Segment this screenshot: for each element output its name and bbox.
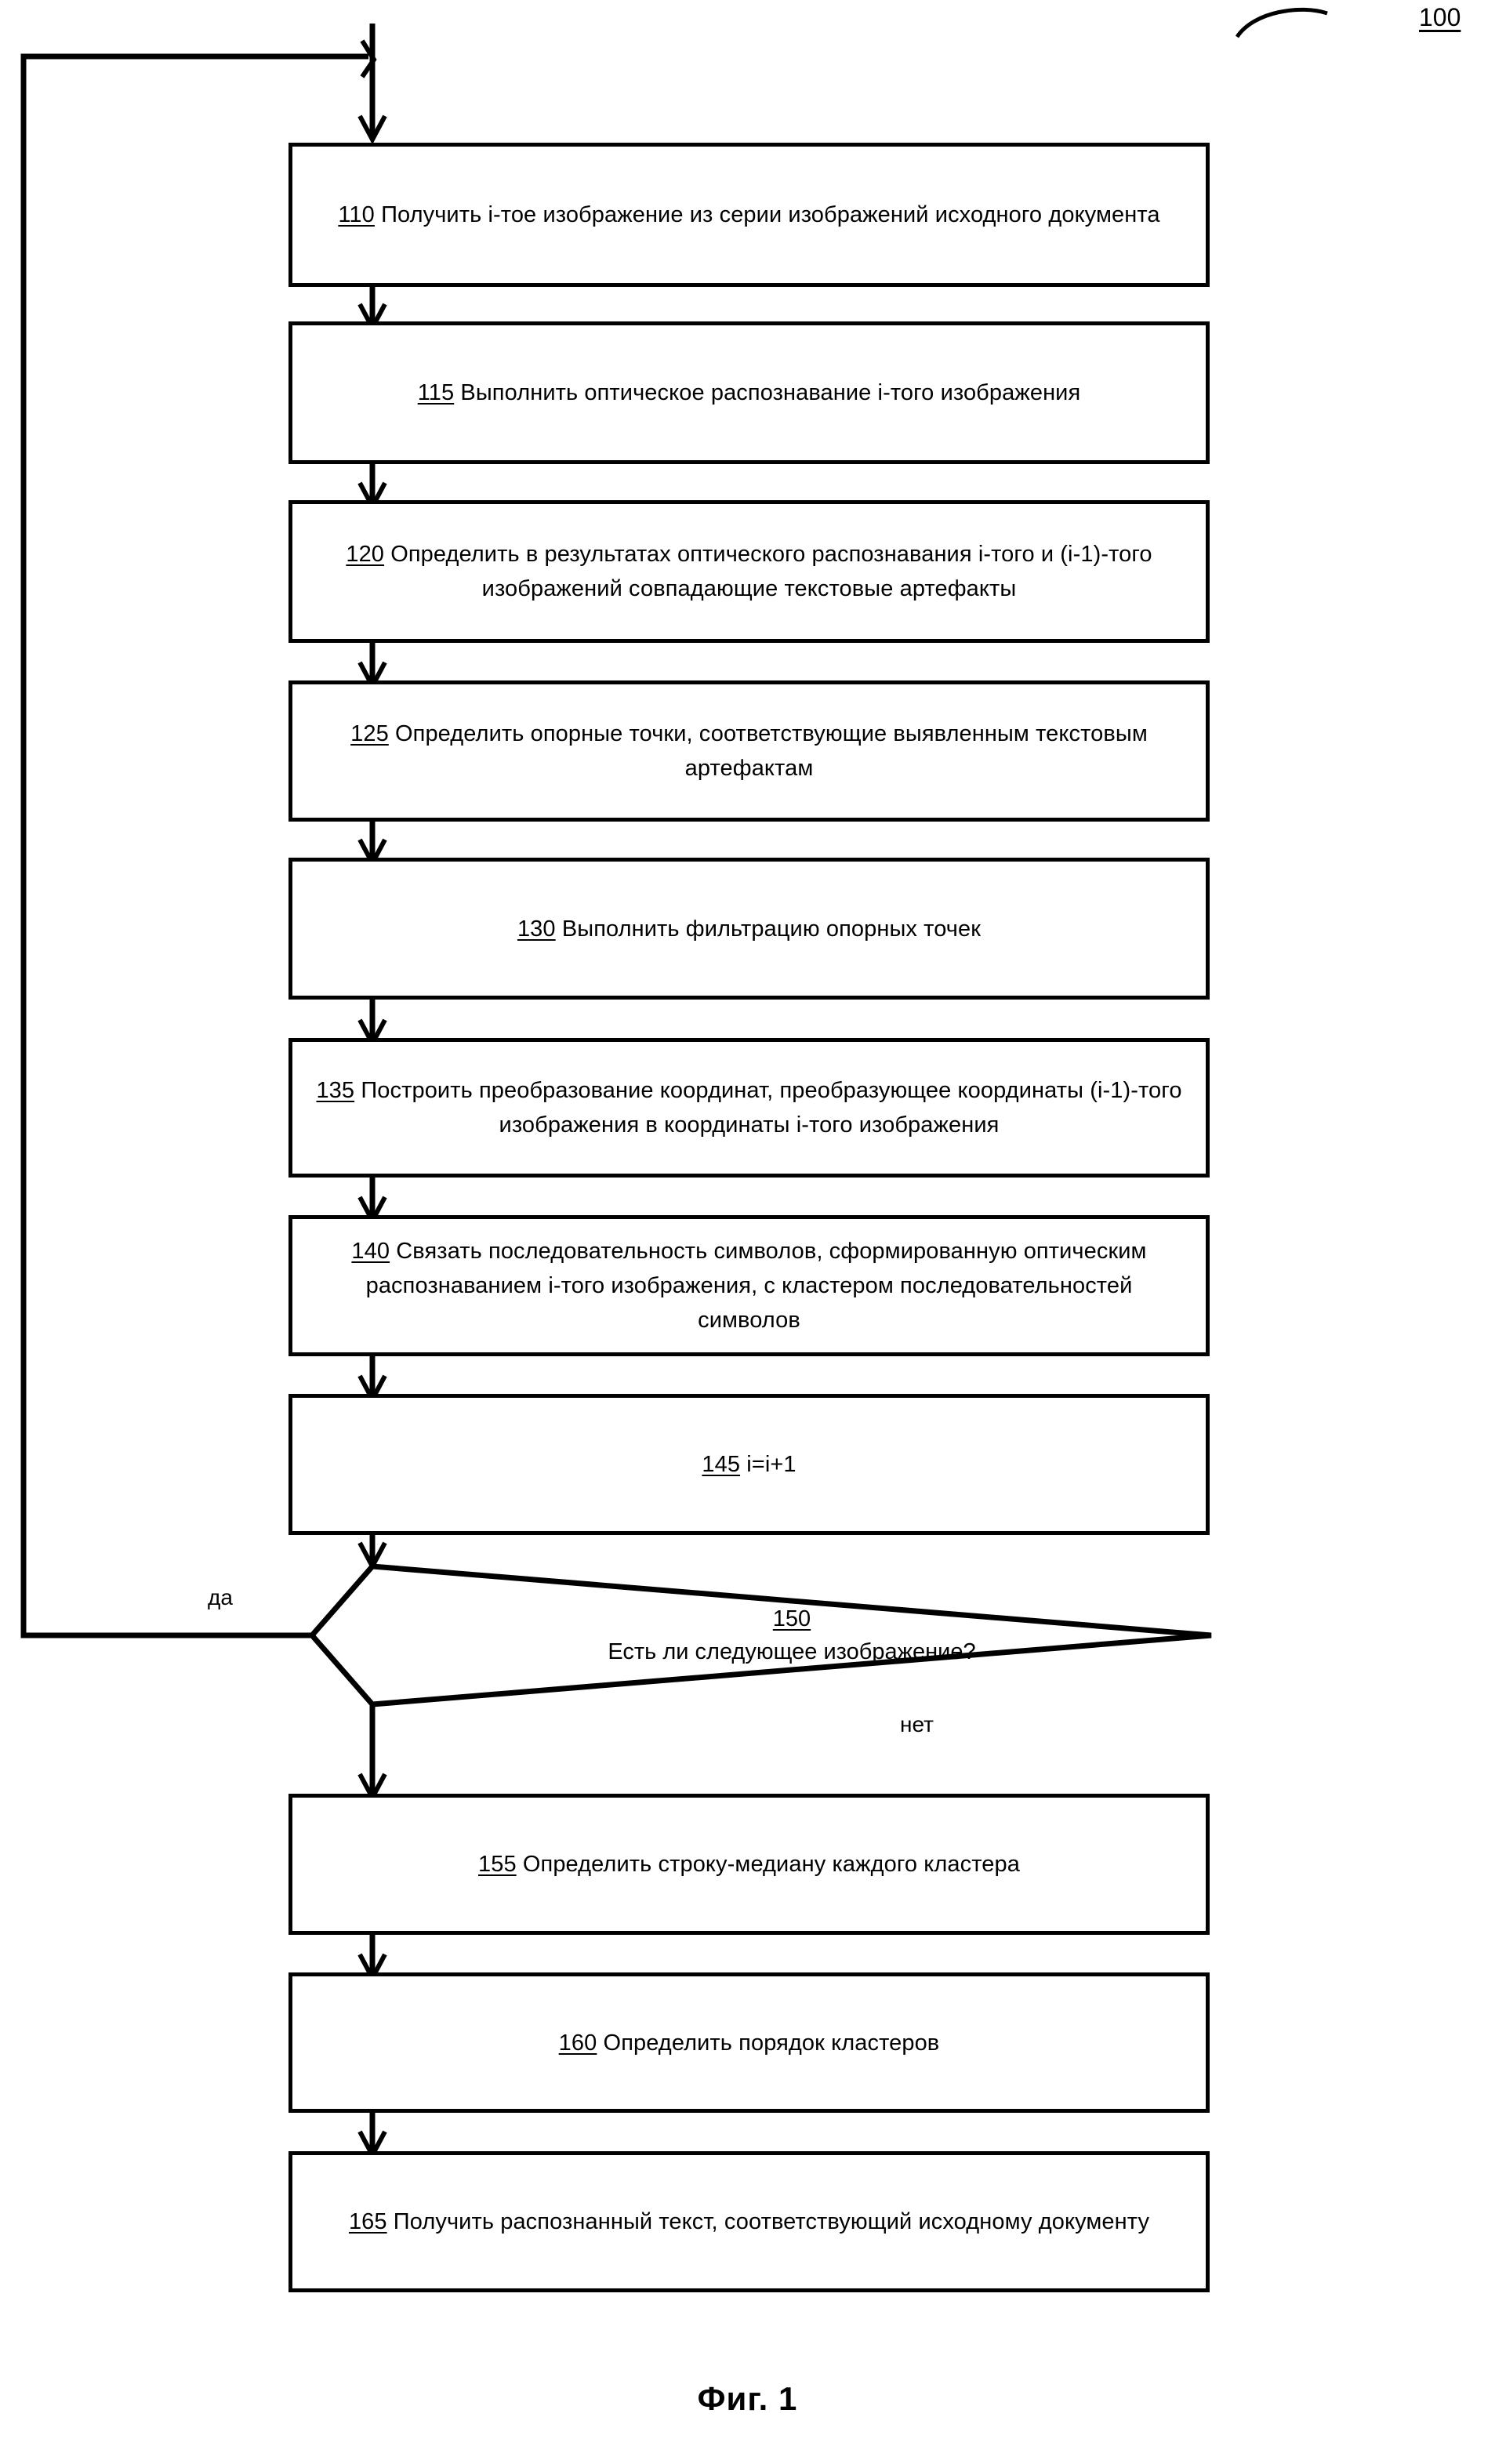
process-node-120-ref: 120 [346,542,385,567]
process-node-145-ref: 145 [702,1452,741,1477]
decision-150-shape [308,1563,1212,1707]
process-node-120-text: 120 Определить в результатах оптического… [292,537,1206,606]
process-node-145[interactable]: 145 i=i+1 [288,1394,1210,1535]
edge-135-140 [357,1178,387,1226]
process-node-160-label: Определить порядок кластеров [603,2030,940,2056]
process-node-165-text: 165 Получить распознанный текст, соответ… [328,2205,1170,2239]
edge-150-155 [357,1704,387,1803]
process-node-125-ref: 125 [350,721,389,746]
process-node-140-label: Связать последовательность символов, сфо… [365,1239,1147,1333]
edge-140-145 [357,1356,387,1405]
edge-130-135 [357,1000,387,1049]
figure-caption: Фиг. 1 [697,2380,798,2417]
process-node-140[interactable]: 140 Связать последовательность символов,… [288,1215,1210,1356]
process-node-110-label: Получить i-тое изображение из серии изоб… [381,202,1160,227]
process-node-155-label: Определить строку-медиану каждого класте… [522,1852,1020,1877]
process-node-125-text: 125 Определить опорные точки, соответств… [292,717,1206,786]
process-node-125[interactable]: 125 Определить опорные точки, соответств… [288,680,1210,822]
process-node-135-label: Построить преобразование координат, прео… [361,1078,1182,1138]
process-node-130[interactable]: 130 Выполнить фильтрацию опорных точек [288,858,1210,1000]
process-node-135[interactable]: 135 Построить преобразование координат, … [288,1038,1210,1178]
process-node-120[interactable]: 120 Определить в результатах оптического… [288,500,1210,643]
process-node-130-label: Выполнить фильтрацию опорных точек [561,916,982,942]
process-node-160-text: 160 Определить порядок кластеров [539,2026,960,2060]
feedback-loop-edge [20,24,387,1638]
process-node-110[interactable]: 110 Получить i-тое изображение из серии … [288,143,1210,287]
process-node-145-label: i=i+1 [746,1452,796,1477]
process-node-115[interactable]: 115 Выполнить оптическое распознавание i… [288,321,1210,464]
process-node-145-text: 145 i=i+1 [681,1447,816,1482]
process-node-115-text: 115 Выполнить оптическое распознавание i… [397,376,1101,410]
edge-label-yes: да [208,1585,233,1609]
process-node-135-ref: 135 [316,1078,355,1103]
edge-120-125 [357,643,387,691]
edge-label-no: нет [900,1712,934,1736]
figure-reference-callout: 100 [1419,3,1461,31]
process-node-165[interactable]: 165 Получить распознанный текст, соответ… [288,2151,1210,2292]
process-node-125-label: Определить опорные точки, соответствующи… [394,721,1148,781]
process-node-130-text: 130 Выполнить фильтрацию опорных точек [497,912,1001,946]
callout-leader-line [1235,7,1328,38]
process-node-110-ref: 110 [338,202,375,227]
edge-155-160 [357,1935,387,1983]
process-node-140-ref: 140 [351,1239,390,1264]
process-node-135-text: 135 Построить преобразование координат, … [292,1073,1206,1142]
edge-160-165 [357,2113,387,2161]
process-node-160[interactable]: 160 Определить порядок кластеров [288,1972,1210,2113]
process-node-115-label: Выполнить оптическое распознавание i-тог… [460,380,1081,405]
process-node-140-text: 140 Связать последовательность символов,… [292,1234,1206,1337]
process-node-165-label: Получить распознанный текст, соответству… [393,2209,1150,2234]
process-node-130-ref: 130 [517,916,556,942]
process-node-155[interactable]: 155 Определить строку-медиану каждого кл… [288,1794,1210,1935]
process-node-120-label: Определить в результатах оптического рас… [390,542,1152,601]
edge-145-150 [357,1535,387,1572]
process-node-160-ref: 160 [558,2030,597,2056]
process-node-115-ref: 115 [417,380,455,405]
process-node-155-ref: 155 [478,1852,517,1877]
process-node-165-ref: 165 [348,2209,387,2234]
process-node-155-text: 155 Определить строку-медиану каждого кл… [458,1847,1040,1882]
process-node-110-text: 110 Получить i-тое изображение из серии … [318,198,1180,232]
